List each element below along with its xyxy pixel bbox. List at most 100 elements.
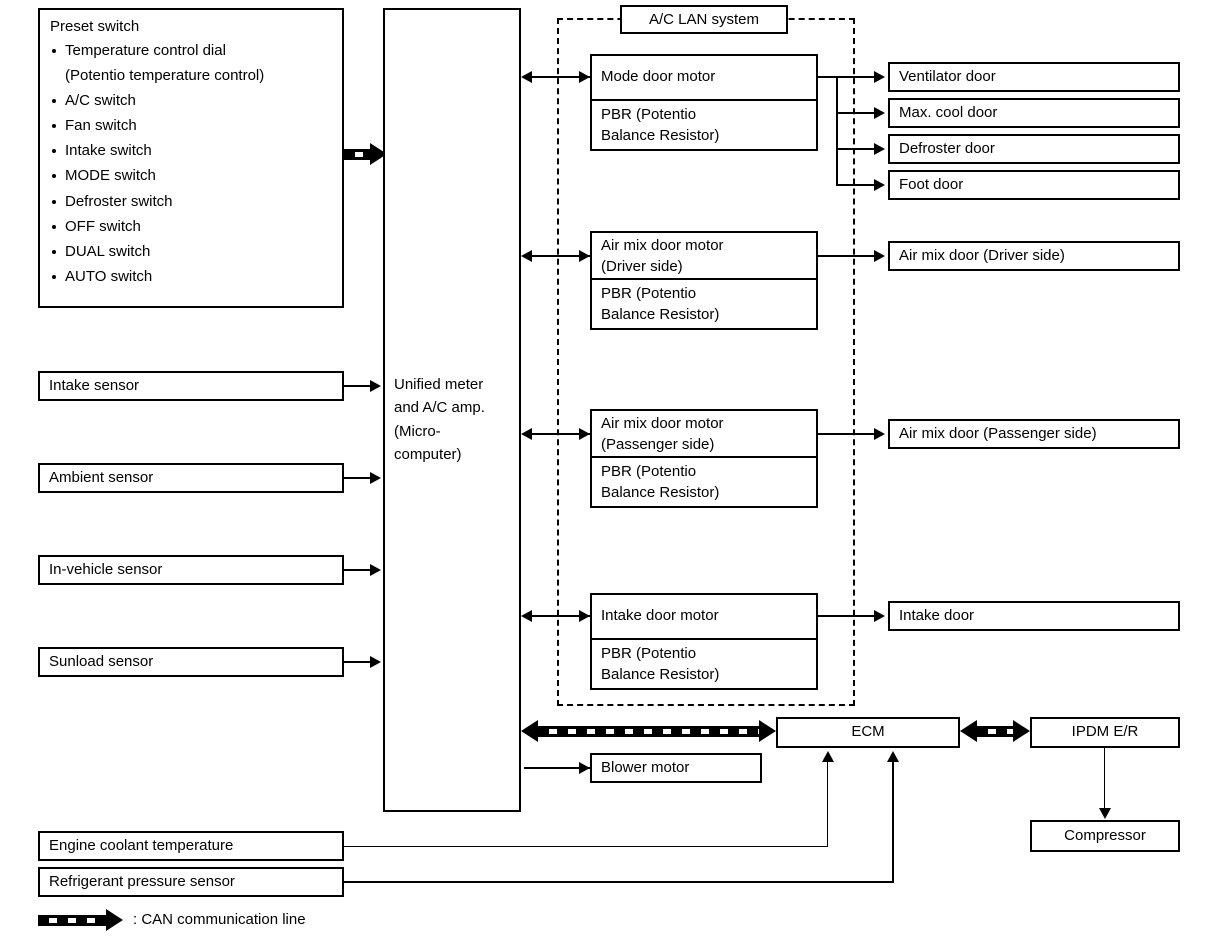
arrow-bus-to-max-cool-door [874, 107, 885, 119]
sensor-label: Ambient sensor [49, 468, 154, 486]
refrigerant-pressure-sensor-box: Refrigerant pressure sensor [38, 867, 344, 897]
door-label: Air mix door (Passenger side) [899, 424, 1097, 442]
line-controller-to-mode-door-motor [524, 76, 590, 78]
door-label: Intake door [899, 606, 975, 624]
pbr-label: PBR (Potentio Balance Resistor) [601, 463, 720, 501]
line-bus-to-foot-door [836, 184, 878, 186]
preset-item: Temperature control dial (Potentio tempe… [50, 38, 332, 88]
line-engine-coolant-to-ecm-horizontal [344, 846, 828, 847]
ecm-label: ECM [851, 723, 885, 741]
sensor-label: Intake sensor [49, 376, 140, 394]
line-air-mix-passenger-motor-to-door [818, 433, 878, 435]
engine-input-label: Engine coolant temperature [49, 836, 234, 854]
arrow-controller-to-blower-motor [579, 762, 590, 774]
door-box-intake: Intake door [888, 601, 1180, 631]
ipdm-er-box: IPDM E/R [1030, 717, 1180, 748]
preset-item: Defroster switch [50, 189, 332, 214]
mode-door-pbr-section: PBR (Potentio Balance Resistor) [592, 101, 816, 149]
unified-meter-and-ac-amp-box: Unified meter and A/C amp. (Micro- compu… [383, 8, 521, 812]
compressor-box: Compressor [1030, 820, 1180, 852]
arrow-ambient-sensor-to-controller [370, 472, 381, 484]
air-mix-driver-motor-section: Air mix door motor (Driver side) [592, 233, 816, 280]
can-line-symbol [38, 915, 110, 926]
line-refrigerant-pressure-to-ecm-horizontal [344, 881, 894, 883]
door-label: Ventilator door [899, 67, 996, 85]
door-box-defroster: Defroster door [888, 134, 1180, 164]
preset-item: Fan switch [50, 113, 332, 138]
intake-door-pbr-section: PBR (Potentio Balance Resistor) [592, 640, 816, 688]
motor-name: Mode door motor [601, 68, 716, 86]
arrow-air-mix-driver-motor-to-door [874, 250, 885, 262]
line-engine-coolant-to-ecm-vertical [827, 762, 828, 847]
door-label: Foot door [899, 175, 964, 193]
motor-name: Intake door motor [601, 607, 719, 625]
legend-text: : CAN communication line [133, 911, 306, 928]
door-label: Air mix door (Driver side) [899, 246, 1065, 264]
pbr-label: PBR (Potentio Balance Resistor) [601, 106, 720, 144]
can-arrow-preset-to-controller [370, 143, 387, 165]
preset-item: OFF switch [50, 214, 332, 239]
arrow-controller-to-mode-door-motor [579, 71, 590, 83]
can-line-preset-to-controller [344, 149, 372, 160]
air-mix-passenger-motor-section: Air mix door motor (Passenger side) [592, 411, 816, 458]
can-line-controller-to-ecm [538, 726, 766, 737]
line-sunload-sensor-to-controller [344, 661, 374, 663]
air-mix-driver-pbr-section: PBR (Potentio Balance Resistor) [592, 280, 816, 328]
arrow-mode-door-motor-to-controller [521, 71, 532, 83]
arrow-air-mix-driver-motor-to-controller [521, 250, 532, 262]
air-mix-passenger-pbr-section: PBR (Potentio Balance Resistor) [592, 458, 816, 506]
line-intake-sensor-to-controller [344, 385, 374, 387]
can-line-symbol-arrowhead [106, 909, 123, 931]
sensor-box-intake: Intake sensor [38, 371, 344, 401]
preset-item: MODE switch [50, 163, 332, 188]
preset-switch-box: Preset switch Temperature control dial (… [38, 8, 344, 308]
controller-label: Unified meter and A/C amp. (Micro- compu… [394, 376, 485, 463]
line-air-mix-driver-motor-to-door [818, 255, 878, 257]
can-arrow-ipdm-to-ecm [960, 720, 977, 742]
line-bus-to-max-cool-door [836, 112, 878, 114]
can-arrow-ecm-to-ipdm [1013, 720, 1030, 742]
preset-item: AUTO switch [50, 264, 332, 289]
arrow-intake-sensor-to-controller [370, 380, 381, 392]
door-box-max-cool: Max. cool door [888, 98, 1180, 128]
mode-door-motor-section: Mode door motor [592, 56, 816, 101]
motor-name: Air mix door motor (Driver side) [601, 236, 724, 275]
arrow-air-mix-passenger-motor-to-controller [521, 428, 532, 440]
arrow-controller-to-intake-door-motor [579, 610, 590, 622]
arrow-controller-to-air-mix-driver-motor [579, 250, 590, 262]
arrow-bus-to-ventilator-door [874, 71, 885, 83]
door-box-ventilator: Ventilator door [888, 62, 1180, 92]
line-ipdm-to-compressor [1104, 748, 1105, 810]
bus-mode-doors [836, 76, 838, 185]
engine-input-label: Refrigerant pressure sensor [49, 872, 235, 890]
door-box-air-mix-passenger: Air mix door (Passenger side) [888, 419, 1180, 449]
blower-motor-box: Blower motor [590, 753, 762, 783]
arrow-bus-to-defroster-door [874, 143, 885, 155]
line-controller-to-blower-motor [524, 767, 590, 769]
line-refrigerant-pressure-to-ecm-vertical [892, 762, 894, 882]
line-bus-to-ventilator-door [836, 76, 878, 78]
preset-item: A/C switch [50, 88, 332, 113]
air-mix-door-motor-driver-box: Air mix door motor (Driver side) PBR (Po… [590, 231, 818, 330]
arrow-bus-to-foot-door [874, 179, 885, 191]
door-box-air-mix-driver: Air mix door (Driver side) [888, 241, 1180, 271]
motor-name: Air mix door motor (Passenger side) [601, 414, 724, 453]
line-controller-to-air-mix-driver-motor [524, 255, 590, 257]
line-bus-to-defroster-door [836, 148, 878, 150]
sensor-box-sunload: Sunload sensor [38, 647, 344, 677]
arrow-air-mix-passenger-motor-to-door [874, 428, 885, 440]
pbr-label: PBR (Potentio Balance Resistor) [601, 285, 720, 323]
can-arrow-ecm-to-controller [521, 720, 538, 742]
preset-item: Intake switch [50, 138, 332, 163]
arrow-sunload-sensor-to-controller [370, 656, 381, 668]
arrow-intake-door-motor-to-door [874, 610, 885, 622]
line-controller-to-air-mix-passenger-motor [524, 433, 590, 435]
arrow-engine-coolant-to-ecm [822, 751, 834, 762]
door-label: Defroster door [899, 139, 995, 157]
can-line-ecm-to-ipdm [977, 726, 1013, 737]
door-box-foot: Foot door [888, 170, 1180, 200]
blower-motor-label: Blower motor [601, 758, 690, 776]
intake-door-motor-section: Intake door motor [592, 595, 816, 640]
ecm-box: ECM [776, 717, 960, 748]
